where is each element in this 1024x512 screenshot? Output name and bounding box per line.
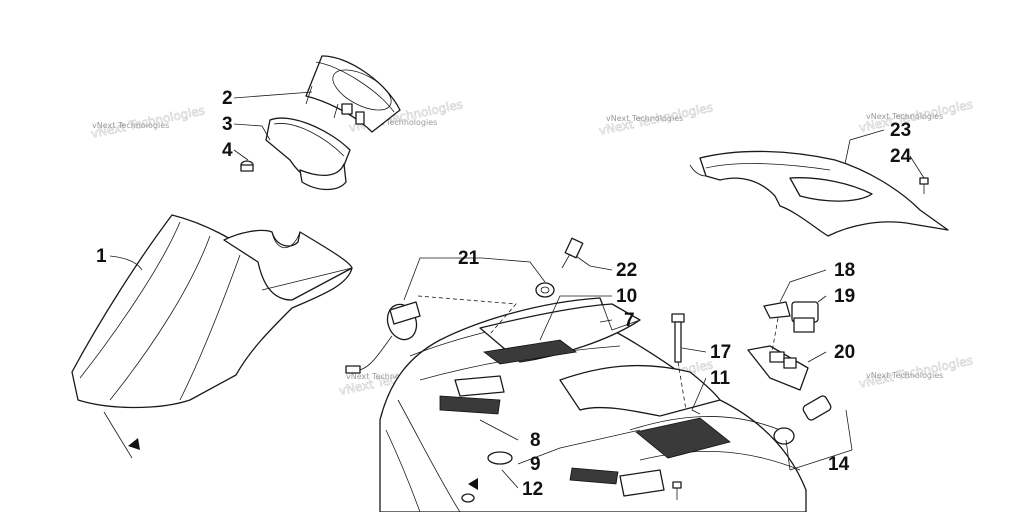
- grommet-12-part: [487, 451, 513, 465]
- callout-2: 2: [222, 88, 233, 109]
- callout-11: 11: [710, 368, 731, 389]
- top-cover-part: [689, 150, 949, 237]
- callout-1: 1: [96, 246, 107, 267]
- nut-part: [535, 282, 555, 298]
- callout-labels: 2 3 4 1 21 22 10 7 17 11 8 9 12 18 19 20…: [96, 88, 912, 500]
- watermark: vNext Technologies: [866, 112, 943, 121]
- callout-10: 10: [616, 286, 637, 307]
- decal-9: [569, 467, 619, 485]
- arrow-marker-icon: [128, 438, 140, 450]
- bolt-17-part: [671, 313, 687, 411]
- switch-21-part: [345, 295, 517, 374]
- leader-dash: [771, 317, 779, 353]
- arrow-marker-icon: [468, 478, 478, 490]
- screw-part: [672, 481, 682, 489]
- watermark: vNext Technologies: [92, 121, 169, 130]
- fender-part: [71, 214, 353, 409]
- clip-18-part: [763, 301, 791, 319]
- callout-14: 14: [828, 454, 850, 475]
- switch-19-part: [791, 301, 819, 333]
- decals: [439, 339, 731, 485]
- screw-24-part: [919, 177, 929, 194]
- fastener-hole: [461, 493, 475, 503]
- decal-8: [439, 395, 501, 415]
- callout-19: 19: [834, 286, 855, 307]
- callout-17: 17: [710, 342, 731, 363]
- callout-22: 22: [616, 260, 637, 281]
- key-22-part: [561, 237, 584, 269]
- watermark: vNext Technologies: [606, 114, 683, 123]
- gauge-part: [305, 55, 401, 133]
- callout-18: 18: [834, 260, 855, 281]
- leader-lines: [109, 91, 925, 489]
- bracket-20-part: [747, 345, 809, 391]
- watermark: vNext Technologies: [346, 372, 423, 381]
- callout-7: 7: [624, 310, 635, 331]
- callout-23: 23: [890, 120, 911, 141]
- watermark: vNext Technologies: [360, 118, 437, 127]
- callout-3: 3: [222, 114, 233, 135]
- callout-9: 9: [530, 454, 541, 475]
- gauge-boot-part: [265, 117, 351, 191]
- callout-8: 8: [530, 430, 541, 451]
- watermark: vNext Technologies: [866, 371, 943, 380]
- decal-11: [635, 417, 731, 459]
- callout-20: 20: [834, 342, 855, 363]
- bushing-14-part: [773, 395, 853, 471]
- callout-24: 24: [890, 146, 912, 167]
- arrow-leader: [103, 411, 133, 459]
- callout-4: 4: [222, 140, 233, 161]
- decal-10: [483, 339, 577, 365]
- callout-12: 12: [522, 479, 543, 500]
- grommet-part: [240, 160, 254, 172]
- callout-21: 21: [458, 248, 480, 269]
